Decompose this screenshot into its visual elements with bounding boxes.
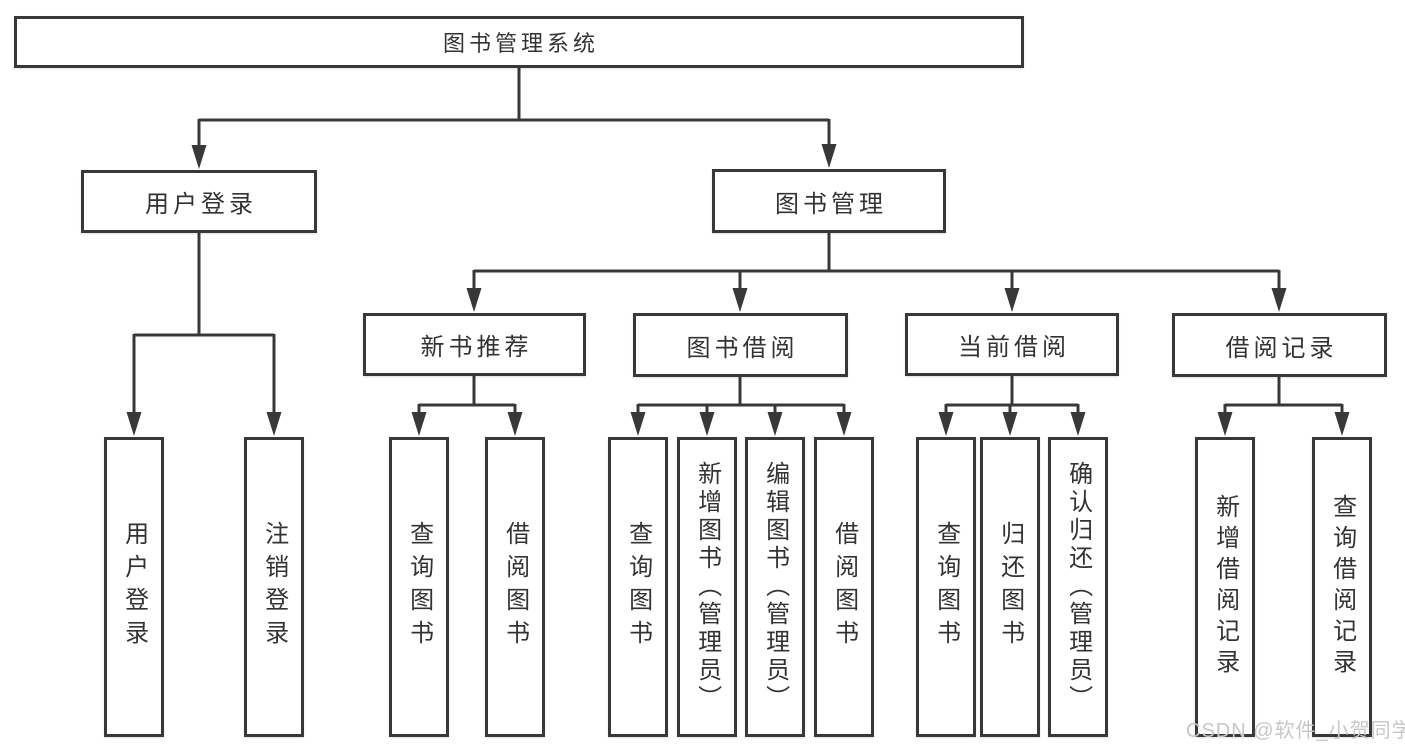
leaf-borrow-books-recommend: 借阅图书 [485, 437, 545, 737]
node-user-login: 用户登录 [81, 170, 317, 233]
node-label: 借阅图书 [830, 521, 858, 653]
leaf-add-borrow-record: 新增借阅记录 [1195, 437, 1255, 737]
watermark: CSDN @软件_小贺同学 [1186, 720, 1405, 742]
leaf-query-borrow-record: 查询借阅记录 [1312, 437, 1372, 737]
node-library-system: 图书管理系统 [14, 16, 1024, 68]
node-label: 新书推荐 [420, 334, 533, 361]
leaf-add-books-admin: 新增图书（管理员） [677, 437, 737, 737]
node-label: 新增借阅记录 [1211, 494, 1239, 680]
node-label: 图书管理系统 [442, 31, 599, 56]
leaf-user-login: 用户登录 [104, 437, 164, 737]
leaf-query-books-current: 查询图书 [916, 437, 976, 737]
node-label: 用户登录 [145, 191, 257, 218]
node-label: 借阅图书 [501, 521, 529, 653]
node-label: 确认归还（管理员） [1064, 461, 1092, 713]
node-label: 图书借阅 [686, 334, 799, 362]
node-label: 查询图书 [932, 521, 960, 653]
node-current-borrowing: 当前借阅 [905, 313, 1119, 376]
leaf-confirm-return-admin: 确认归还（管理员） [1048, 437, 1108, 737]
node-label: 借阅记录 [1225, 334, 1338, 362]
node-book-borrowing: 图书借阅 [633, 313, 848, 377]
node-label: 归还图书 [996, 521, 1024, 653]
node-book-management: 图书管理 [712, 169, 946, 233]
leaf-edit-books-admin: 编辑图书（管理员） [745, 437, 805, 737]
node-label: 查询图书 [405, 521, 433, 653]
leaf-borrow-books: 借阅图书 [814, 437, 874, 737]
leaf-logout: 注销登录 [244, 437, 304, 737]
leaf-return-books: 归还图书 [980, 437, 1040, 737]
node-borrowing-records: 借阅记录 [1172, 313, 1387, 377]
node-new-book-recommend: 新书推荐 [363, 313, 586, 376]
node-label: 用户登录 [120, 521, 148, 653]
node-label: 当前借阅 [958, 334, 1070, 361]
node-label: 编辑图书（管理员） [761, 461, 789, 713]
node-label: 查询图书 [624, 521, 652, 653]
leaf-query-books-recommend: 查询图书 [389, 437, 449, 737]
node-label: 注销登录 [260, 521, 288, 653]
node-label: 查询借阅记录 [1328, 494, 1356, 680]
leaf-query-books-borrow: 查询图书 [608, 437, 668, 737]
node-label: 图书管理 [775, 190, 887, 218]
node-label: 新增图书（管理员） [693, 461, 721, 713]
